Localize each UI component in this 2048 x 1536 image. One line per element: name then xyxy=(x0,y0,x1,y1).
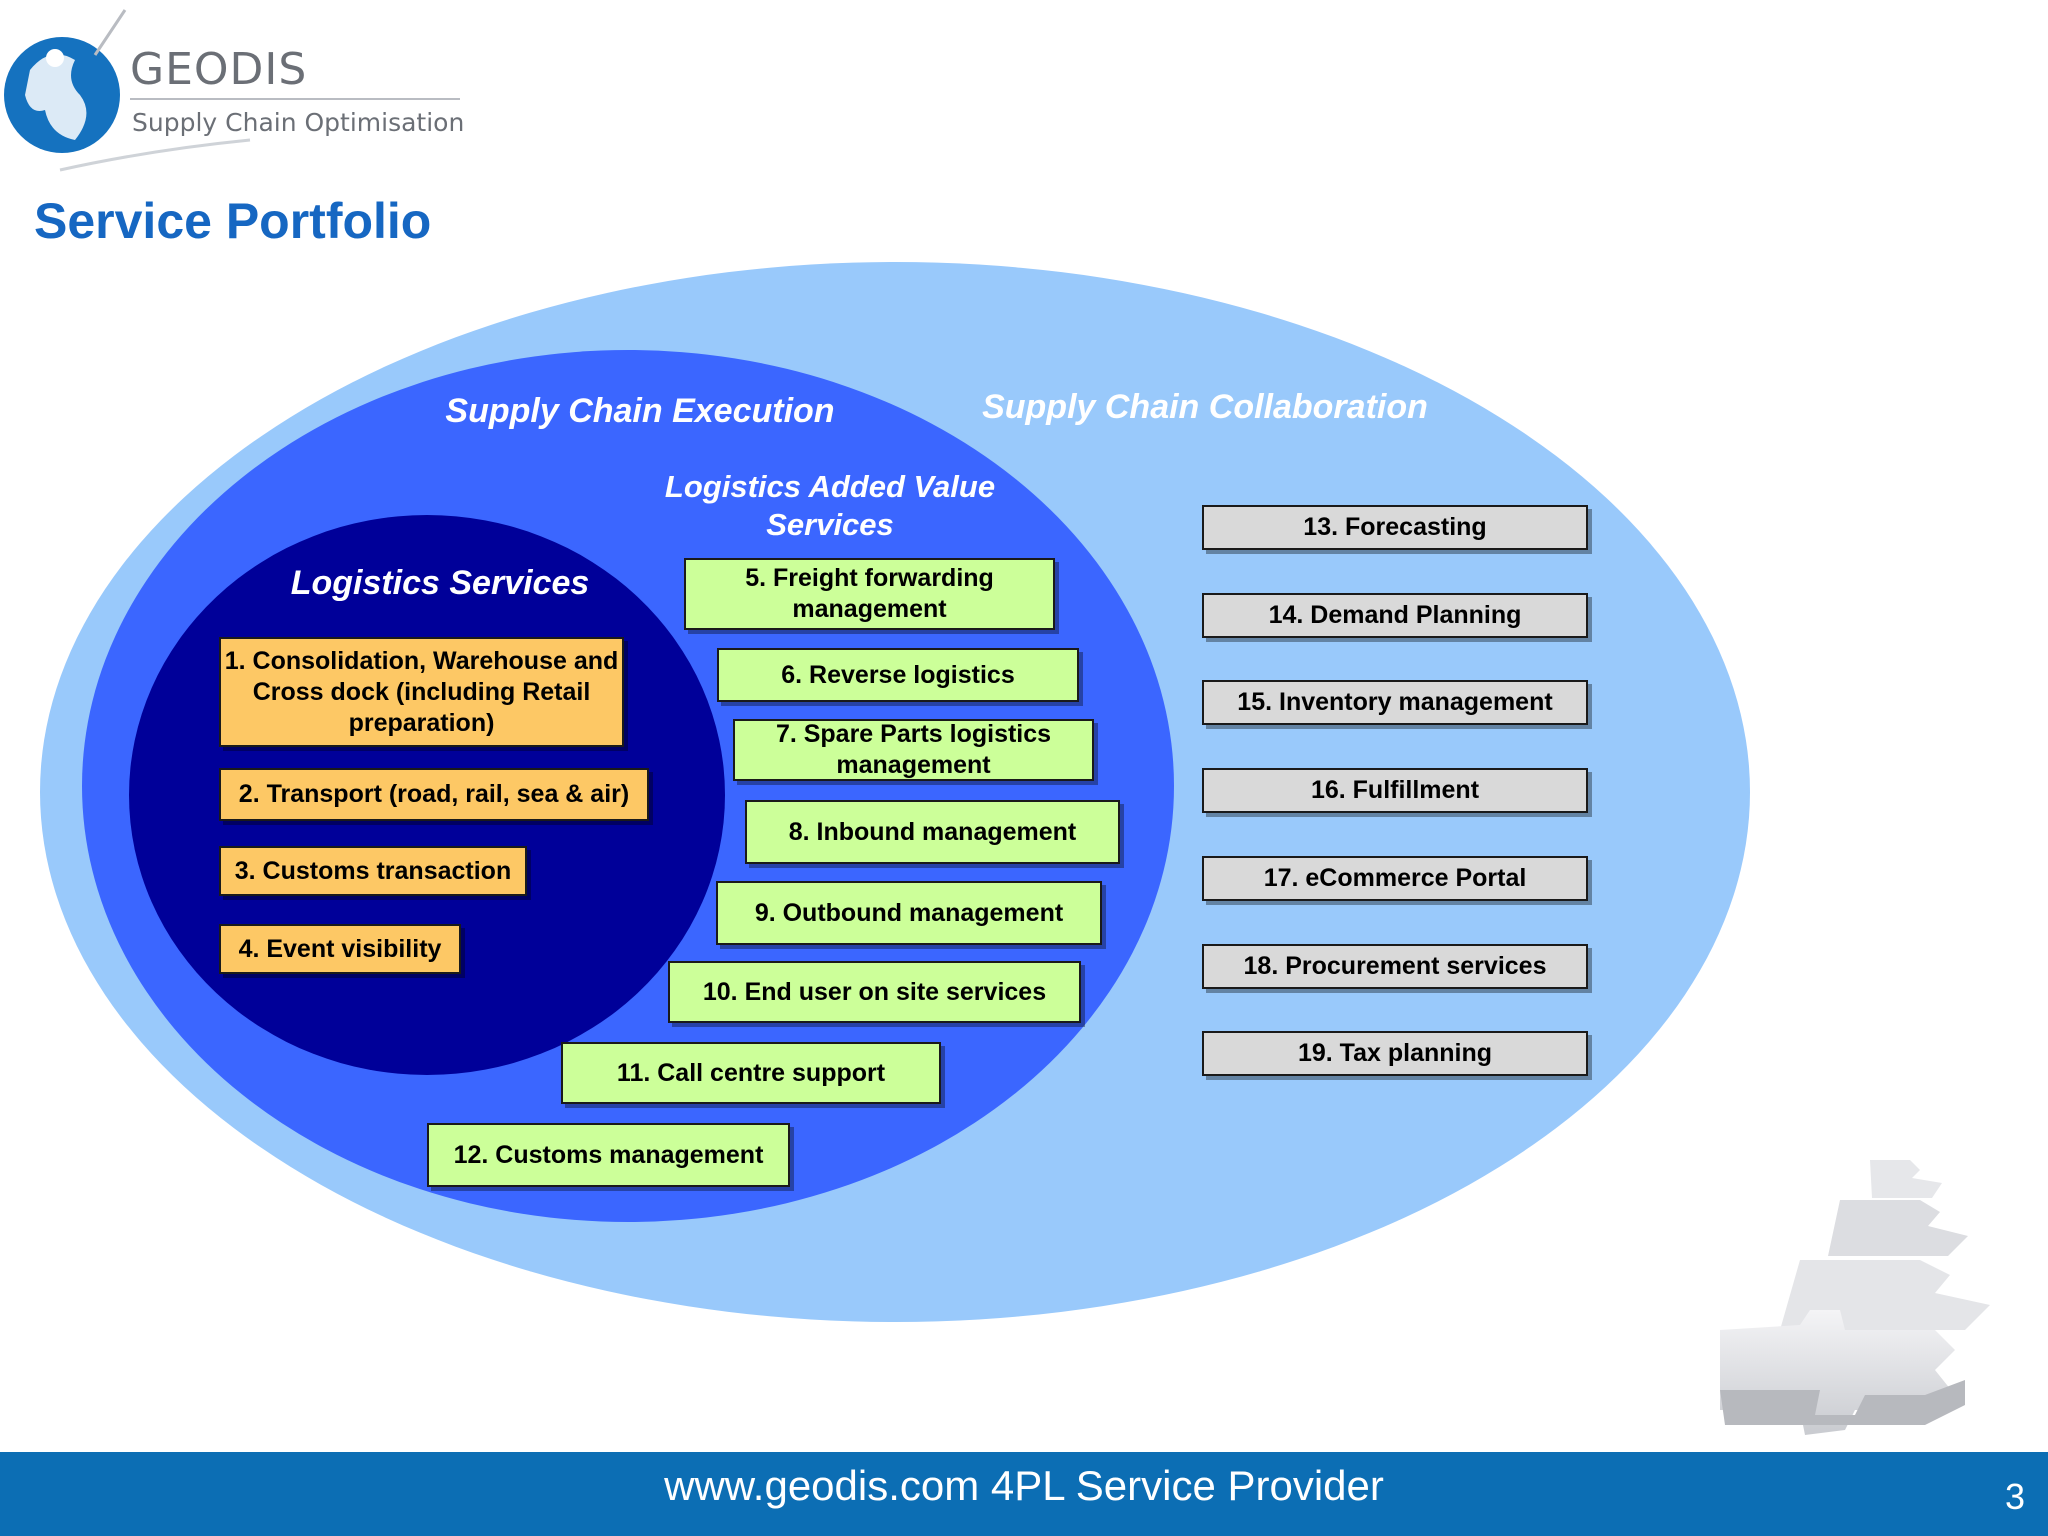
service-box-15: 15. Inventory management xyxy=(1202,680,1588,725)
service-box-19: 19. Tax planning xyxy=(1202,1031,1588,1076)
service-box-3: 3. Customs transaction xyxy=(219,846,527,896)
service-box-8: 8. Inbound management xyxy=(745,800,1120,864)
service-box-14: 14. Demand Planning xyxy=(1202,593,1588,638)
service-box-17: 17. eCommerce Portal xyxy=(1202,856,1588,901)
service-box-10: 10. End user on site services xyxy=(668,961,1081,1023)
collaboration-zone-label: Supply Chain Collaboration xyxy=(982,388,1428,426)
service-box-6: 6. Reverse logistics xyxy=(717,648,1079,702)
service-box-13: 13. Forecasting xyxy=(1202,505,1588,550)
service-box-7: 7. Spare Parts logistics management xyxy=(733,719,1094,781)
service-box-9: 9. Outbound management xyxy=(716,881,1102,945)
geodis-logo xyxy=(4,9,251,172)
service-box-4: 4. Event visibility xyxy=(219,924,461,974)
puzzle-pieces-image xyxy=(1720,1160,1990,1435)
footer-text: www.geodis.com 4PL Service Provider xyxy=(664,1462,1384,1509)
page-number: 3 xyxy=(2004,1476,2025,1517)
execution-zone-label: Supply Chain Execution xyxy=(445,392,835,430)
footer-bar xyxy=(0,1452,2048,1536)
service-box-1: 1. Consolidation, Warehouse and Cross do… xyxy=(219,637,624,747)
service-box-16: 16. Fulfillment xyxy=(1202,768,1588,813)
service-box-11: 11. Call centre support xyxy=(561,1042,941,1104)
service-box-2: 2. Transport (road, rail, sea & air) xyxy=(219,768,649,821)
logo-tagline: Supply Chain Optimisation xyxy=(132,108,465,137)
page-title: Service Portfolio xyxy=(34,193,432,249)
service-box-12: 12. Customs management xyxy=(427,1123,790,1187)
logo-divider xyxy=(130,98,460,100)
logo-name: GEODIS xyxy=(130,44,308,95)
added-value-zone-label: Logistics Added Value Services xyxy=(664,469,996,542)
service-box-18: 18. Procurement services xyxy=(1202,944,1588,989)
logistics-zone-label: Logistics Services xyxy=(290,564,590,602)
service-box-5: 5. Freight forwarding management xyxy=(684,558,1055,630)
